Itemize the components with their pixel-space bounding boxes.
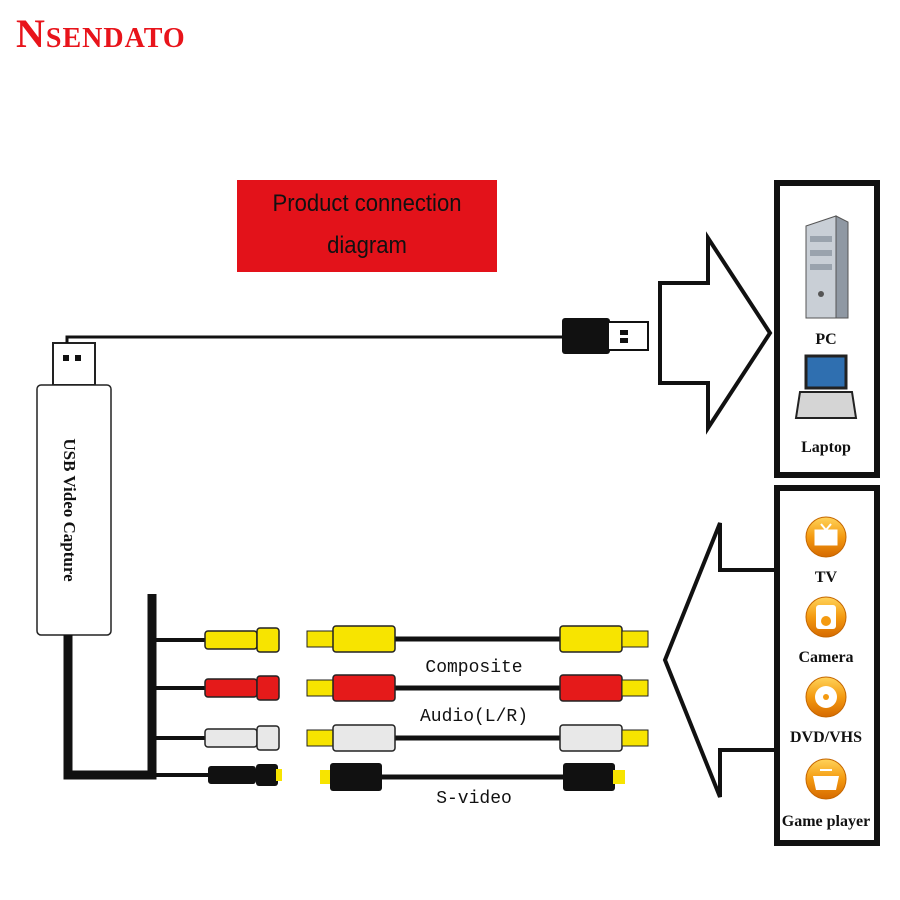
split-leads xyxy=(152,638,212,777)
source-label-tv: TV xyxy=(815,569,838,586)
tv-icon xyxy=(805,516,847,558)
source-label-dvd-vhs: DVD/VHS xyxy=(790,729,862,746)
left-connector-black xyxy=(208,764,282,786)
capture-cable xyxy=(63,594,157,780)
cable-audio-red xyxy=(306,674,649,702)
diagram-title-box: Product connection diagram xyxy=(237,180,497,272)
usb-plug-pin xyxy=(75,355,81,361)
host-device-box xyxy=(774,180,880,478)
cable-label-audio: Audio(L/R) xyxy=(420,707,528,727)
title-line-1: Product connection xyxy=(272,190,462,217)
host-label-pc: PC xyxy=(815,331,836,348)
source-label-game-player: Game player xyxy=(782,813,870,830)
usb-plug-head xyxy=(52,342,96,386)
arrow-from-sources xyxy=(662,522,775,798)
camera-icon xyxy=(805,596,847,638)
left-connector-red xyxy=(204,675,280,701)
brand-logo: Nsendato xyxy=(16,11,186,56)
usb-a-plug xyxy=(562,318,649,354)
pc-icon xyxy=(805,215,849,319)
cable-label-composite: Composite xyxy=(425,658,522,678)
laptop-icon xyxy=(794,354,858,419)
cable-composite xyxy=(306,625,649,653)
game-player-icon xyxy=(805,758,847,800)
cable-audio-white xyxy=(306,724,649,752)
left-connector-white xyxy=(204,725,280,751)
title-line-2: diagram xyxy=(327,232,407,259)
usb-capture-label: USB Video Capture xyxy=(60,438,79,582)
dvd-icon xyxy=(805,676,847,718)
host-label-laptop: Laptop xyxy=(801,439,851,456)
left-connector-yellow xyxy=(204,627,280,653)
usb-cable xyxy=(65,335,565,343)
cable-label-s-video: S-video xyxy=(436,789,512,809)
usb-plug-pin xyxy=(63,355,69,361)
source-label-camera: Camera xyxy=(798,649,853,666)
usb-capture-device: USB Video Capture xyxy=(36,342,112,636)
cable-s-video xyxy=(320,763,625,791)
usb-capture-body xyxy=(36,384,112,636)
arrow-to-pc xyxy=(658,231,773,435)
